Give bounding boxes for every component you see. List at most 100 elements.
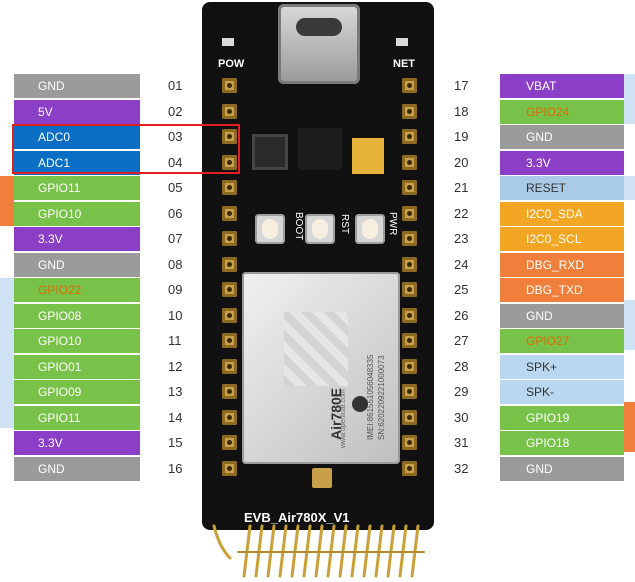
pin-number-14: 14	[168, 409, 183, 425]
pin-number-09: 09	[168, 282, 183, 297]
pin-number-17: 17	[454, 78, 469, 93]
pin-pad-32	[402, 460, 417, 476]
pin-label-06: GPIO10	[14, 201, 140, 226]
pin-number-16: 16	[168, 460, 183, 476]
pow-led	[222, 38, 234, 46]
pin-number-02: 02	[168, 103, 183, 119]
pin-number-22: 22	[454, 205, 469, 221]
pin-number-26: 26	[454, 307, 469, 323]
pin-number-07: 07	[168, 231, 183, 246]
pin-pad-21	[402, 180, 417, 195]
pin-label-09: GPIO22	[14, 278, 140, 302]
pin-label-07: 3.3V	[14, 227, 140, 251]
pin-label-08: GND	[14, 252, 140, 277]
module-qr-code-blurred	[284, 312, 348, 386]
pin-label-26: GND	[500, 303, 624, 328]
pin-pad-07	[222, 231, 237, 246]
pin-pad-19	[402, 129, 417, 144]
pin-number-05: 05	[168, 180, 183, 195]
pin-number-03: 03	[168, 129, 183, 144]
pin-pad-26	[402, 307, 417, 323]
pin-label-16: GND	[14, 456, 140, 481]
pin-pad-27	[402, 333, 417, 348]
pin-label-28: SPK+	[500, 354, 624, 379]
pin-label-15: 3.3V	[14, 431, 140, 455]
pin-label-27: GPIO27	[500, 329, 624, 353]
pin-label-21: RESET	[500, 176, 624, 200]
pin-label-13: GPIO09	[14, 380, 140, 404]
pin-number-04: 04	[168, 154, 183, 170]
pin-pad-25	[402, 282, 417, 297]
pin-number-15: 15	[168, 435, 183, 450]
pow-led-label: POW	[218, 58, 245, 70]
pin-number-08: 08	[168, 256, 183, 272]
regulator-chip	[298, 128, 342, 170]
pin-number-19: 19	[454, 129, 469, 144]
pwr-button-label: PWR	[387, 212, 398, 236]
pin-label-29: SPK-	[500, 380, 624, 404]
pin-pad-13	[222, 384, 237, 399]
module-sn: SN:6202209221000073	[377, 355, 386, 440]
pin-pad-23	[402, 231, 417, 246]
pin-pad-24	[402, 256, 417, 272]
pin-pad-12	[222, 358, 237, 374]
pin-number-25: 25	[454, 282, 469, 297]
pin-pad-20	[402, 154, 417, 170]
right-edge-bar-blue-2	[624, 176, 635, 200]
pin-pad-03	[222, 129, 237, 144]
board-footer-label: EVB_Air780X_V1	[244, 510, 350, 525]
pin-number-31: 31	[454, 435, 469, 450]
pin-label-14: GPIO11	[14, 405, 140, 430]
inductor	[252, 134, 288, 170]
module-logo-icon	[352, 396, 368, 412]
pin-pad-18	[402, 103, 417, 119]
pin-pad-04	[222, 154, 237, 170]
pin-number-01: 01	[168, 78, 183, 93]
pin-number-27: 27	[454, 333, 469, 348]
rst-button-label: RST	[339, 214, 350, 234]
pin-number-13: 13	[168, 384, 183, 399]
pin-pad-31	[402, 435, 417, 450]
rst-button	[305, 214, 335, 244]
pin-label-05: GPIO11	[14, 176, 140, 200]
boot-button	[255, 214, 285, 244]
pin-label-22: I2C0_SDA	[500, 201, 624, 226]
pin-label-32: GND	[500, 456, 624, 481]
boot-button-label: BOOT	[293, 212, 304, 241]
pin-pad-10	[222, 307, 237, 323]
usb-c-port	[296, 18, 342, 36]
pin-pad-05	[222, 180, 237, 195]
pin-pad-14	[222, 409, 237, 425]
pin-number-10: 10	[168, 307, 183, 323]
pin-label-10: GPIO08	[14, 303, 140, 328]
pin-pad-02	[222, 103, 237, 119]
pin-pad-22	[402, 205, 417, 221]
pin-number-06: 06	[168, 205, 183, 221]
pin-number-21: 21	[454, 180, 469, 195]
pin-number-23: 23	[454, 231, 469, 246]
module-url: www.openluat.com	[340, 389, 347, 448]
pin-pad-11	[222, 333, 237, 348]
pin-number-20: 20	[454, 154, 469, 170]
right-edge-bar-orange	[624, 402, 635, 452]
pin-label-11: GPIO10	[14, 329, 140, 353]
left-edge-bar-blue	[0, 278, 14, 428]
pin-label-24: DBG_RXD	[500, 252, 624, 277]
pin-label-01: GND	[14, 74, 140, 98]
right-edge-bar-blue	[624, 74, 635, 124]
pin-label-17: VBAT	[500, 74, 624, 98]
pin-label-30: GPIO19	[500, 405, 624, 430]
pin-number-18: 18	[454, 103, 469, 119]
pwr-button	[355, 214, 385, 244]
right-edge-bar-blue-3	[624, 300, 635, 350]
pin-pad-15	[222, 435, 237, 450]
left-edge-bar-orange	[0, 176, 14, 226]
pin-pad-09	[222, 282, 237, 297]
pin-label-31: GPIO18	[500, 431, 624, 455]
tantalum-capacitor	[352, 138, 384, 174]
pin-number-12: 12	[168, 358, 183, 374]
net-led	[396, 38, 408, 46]
pin-label-19: GND	[500, 125, 624, 149]
pin-pad-06	[222, 205, 237, 221]
pin-label-12: GPIO01	[14, 354, 140, 379]
